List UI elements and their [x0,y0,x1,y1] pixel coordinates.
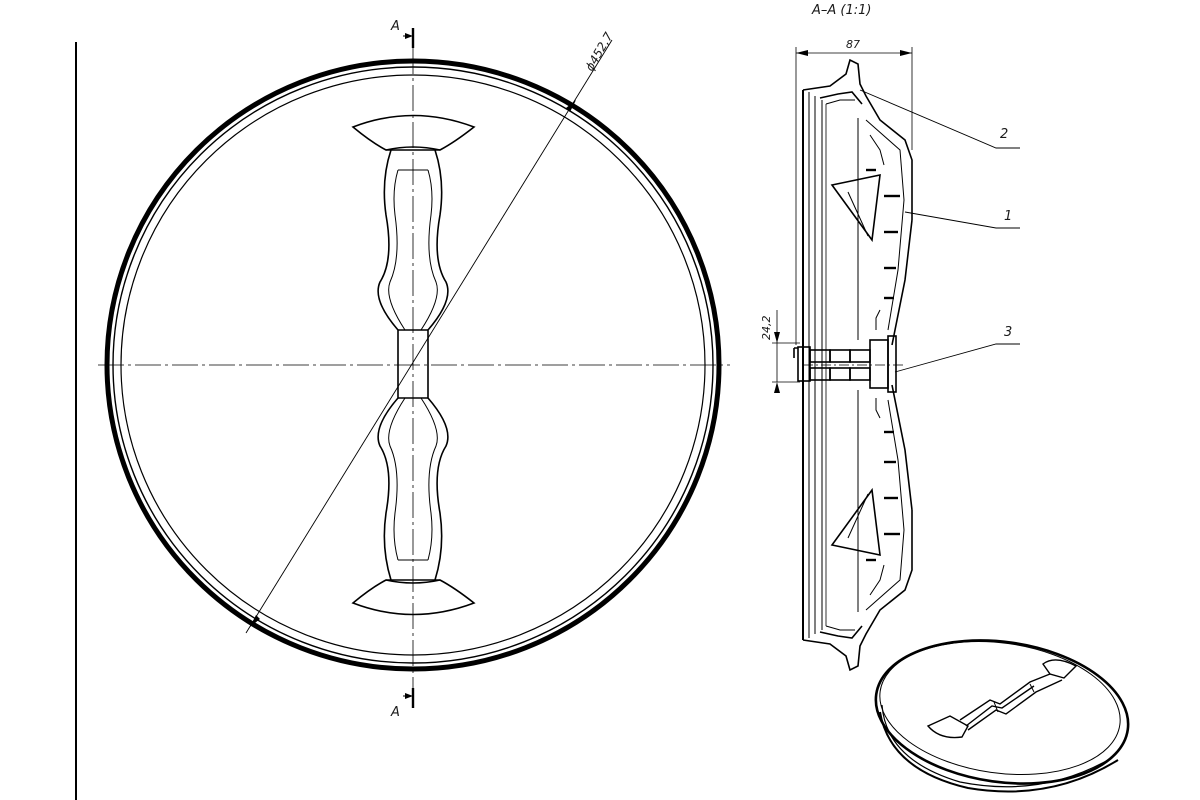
callout-2: 2 [1000,127,1008,142]
height-dimension-label: 24,2 [760,316,773,341]
handle-bottom-grip [351,579,476,616]
width-dimension-label: 87 [846,38,860,51]
section-mark-label-top: A [390,19,400,34]
handle-top-grip [351,114,476,151]
callout-1: 1 [1004,209,1012,224]
section-view: A–A (1:1) 87 24,2 [760,3,1020,672]
handle-stem-inner [388,169,406,331]
section-marker-top: A [390,19,415,48]
cone-outer [891,219,913,346]
front-view: A A ϕ452,7 [98,19,730,720]
iso-outer-rim [874,639,1130,785]
callout-leaders [859,89,1020,373]
triangle-supports [830,173,881,557]
section-title: A–A (1:1) [811,3,871,18]
bottom-rim [802,510,913,672]
width-dimension: 87 [795,38,913,345]
top-rim [802,58,913,220]
callout-3: 3 [1004,325,1012,340]
ribs [866,168,900,562]
iso-handle [926,659,1078,739]
section-mark-label-bottom: A [390,705,400,720]
central-hub [793,309,905,419]
section-marker-bottom: A [390,688,415,720]
handle [351,114,476,616]
handle-stem-outer [377,149,399,581]
diameter-label: ϕ452,7 [582,30,615,74]
height-dimension: 24,2 [760,310,800,393]
isometric-view [874,639,1130,793]
